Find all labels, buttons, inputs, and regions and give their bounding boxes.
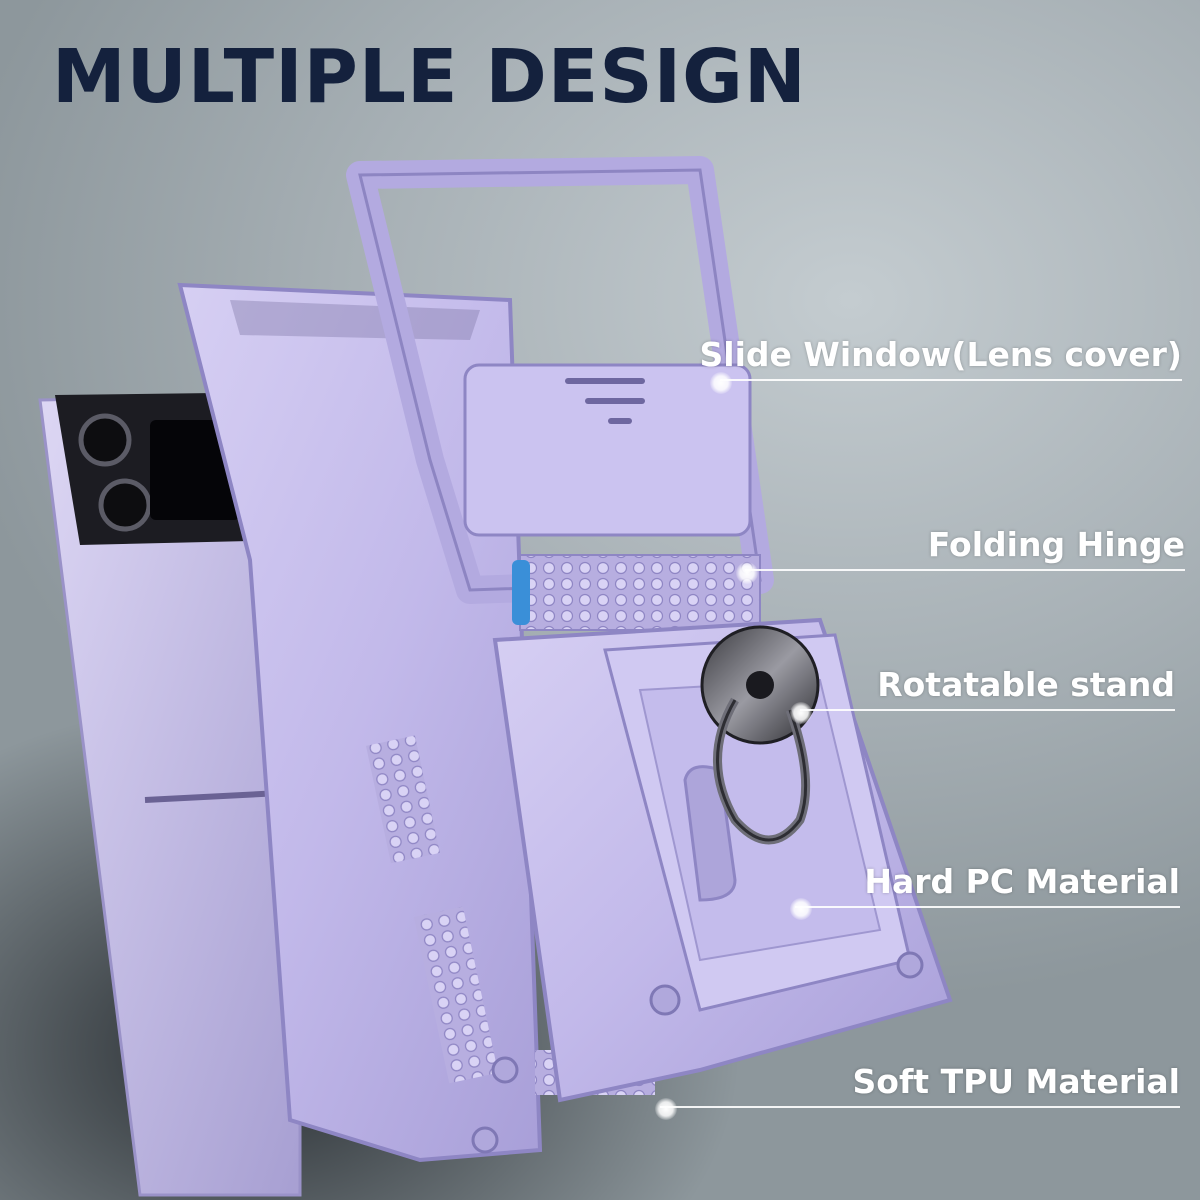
- callout-line: [795, 906, 1180, 908]
- callout-line: [800, 709, 1175, 711]
- hinge: [512, 554, 761, 631]
- callout-line: [720, 379, 1182, 381]
- ring-stand: [700, 625, 820, 845]
- callout-label: Slide Window(Lens cover): [699, 335, 1182, 374]
- callout-line: [660, 1106, 1180, 1108]
- callout-soft-tpu: Soft TPU Material: [660, 1062, 1180, 1108]
- callout-label: Soft TPU Material: [852, 1062, 1180, 1101]
- headline-highlight: DESIGN: [481, 40, 816, 126]
- headline: MULTIPLE DESIGN: [52, 40, 816, 126]
- headline-word-1: MULTIPLE: [52, 34, 459, 120]
- hotspot-dot: [790, 702, 812, 724]
- callout-rotatable-stand: Rotatable stand: [800, 665, 1175, 711]
- slide-window: [463, 363, 752, 537]
- hotspot-dot: [790, 898, 812, 920]
- callout-hard-pc: Hard PC Material: [795, 862, 1180, 908]
- hotspot-dot: [710, 372, 732, 394]
- callout-label: Folding Hinge: [927, 525, 1185, 564]
- camera-lens-icon: [78, 413, 132, 467]
- callout-label: Hard PC Material: [864, 862, 1180, 901]
- camera-lens-icon: [98, 478, 152, 532]
- callout-folding-hinge: Folding Hinge: [745, 525, 1185, 571]
- hotspot-dot: [736, 562, 758, 584]
- callout-label: Rotatable stand: [877, 665, 1175, 704]
- main-case-back: [492, 617, 953, 1103]
- hotspot-dot: [655, 1098, 677, 1120]
- headline-word-2: DESIGN: [485, 34, 807, 120]
- callout-slide-window: Slide Window(Lens cover): [700, 335, 1182, 381]
- callout-line: [745, 569, 1185, 571]
